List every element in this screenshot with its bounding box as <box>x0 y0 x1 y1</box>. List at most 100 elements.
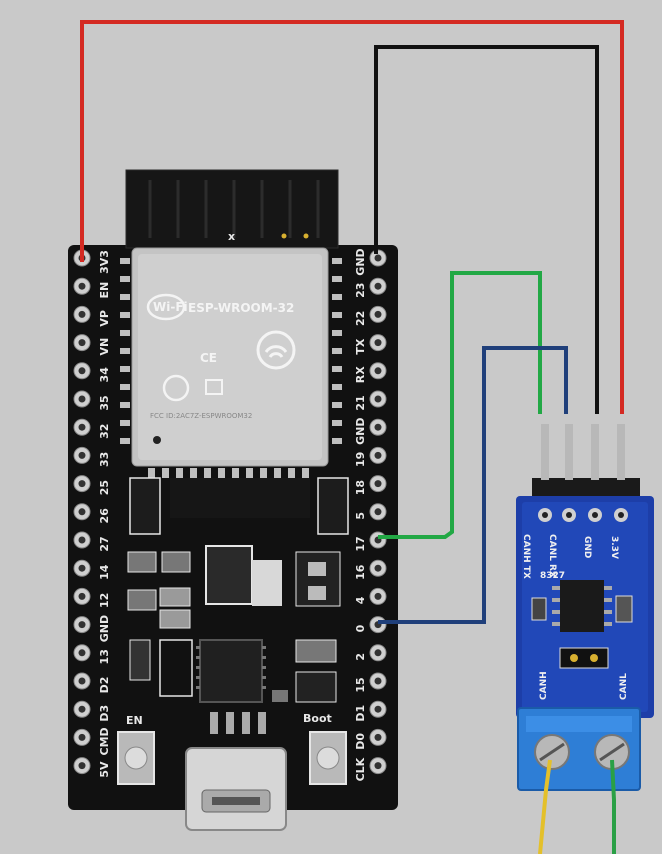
svg-text:25: 25 <box>98 480 111 495</box>
left-pin-hole <box>78 480 86 488</box>
chip-label: 8327 <box>540 571 565 581</box>
svg-text:34: 34 <box>98 367 111 383</box>
svg-text:GND: GND <box>354 248 367 275</box>
left-pin-label: 5V <box>98 761 111 778</box>
right-pin-label: CLK <box>354 757 367 781</box>
boot-button[interactable] <box>309 731 347 785</box>
svg-text:13: 13 <box>98 649 111 664</box>
left-pin-hole <box>78 733 86 741</box>
left-pin-hole <box>78 621 86 629</box>
pin1-dot <box>153 436 161 444</box>
svg-text:35: 35 <box>98 395 111 410</box>
antenna-dot <box>303 233 309 239</box>
svg-text:16: 16 <box>354 564 367 580</box>
right-pin-label: 15 <box>354 677 367 692</box>
svg-text:4: 4 <box>354 596 367 604</box>
svg-text:D0: D0 <box>354 733 367 750</box>
module-pin-label-gnd: GND <box>582 536 592 558</box>
wire-can-low <box>610 759 616 854</box>
right-pin-label: 2 <box>354 653 367 661</box>
svg-text:5V: 5V <box>98 761 111 778</box>
right-pin-label: GND <box>354 248 367 275</box>
left-pin-label: 13 <box>98 649 111 664</box>
left-pin-hole <box>78 705 86 713</box>
antenna-dot <box>281 233 287 239</box>
svg-text:26: 26 <box>98 508 111 524</box>
svg-text:5: 5 <box>354 512 367 520</box>
right-pin-hole <box>374 395 382 403</box>
svg-text:TX: TX <box>354 338 367 355</box>
right-pin-label: 21 <box>354 395 367 410</box>
wire-can-high <box>538 759 552 854</box>
left-pin-label: EN <box>98 282 111 299</box>
transceiver-chip <box>560 580 604 632</box>
wifi-logo-text: Wi-Fi <box>153 300 188 314</box>
right-pin-hole <box>374 733 382 741</box>
svg-text:14: 14 <box>98 564 111 580</box>
left-pin-label: D2 <box>98 677 111 694</box>
svg-text:RX: RX <box>354 366 367 383</box>
svg-text:33: 33 <box>98 452 111 467</box>
svg-text:15: 15 <box>354 677 367 692</box>
micro-usb-port[interactable] <box>185 747 287 831</box>
svg-text:CANH TX: CANH TX <box>521 534 531 579</box>
right-pin-hole <box>374 451 382 459</box>
left-pin-label: 34 <box>98 367 111 383</box>
right-pin-hole <box>374 423 382 431</box>
wifi-signal-icon <box>256 330 296 370</box>
svg-text:27: 27 <box>98 536 111 551</box>
svg-text:17: 17 <box>354 536 367 551</box>
svg-text:CANH: CANH <box>539 671 549 700</box>
module-pin-label-canl-rx: CANL RX <box>547 534 557 578</box>
svg-text:GND: GND <box>354 418 367 445</box>
left-pin-hole <box>78 592 86 600</box>
svg-text:3V3: 3V3 <box>98 250 111 274</box>
screw-canh[interactable] <box>534 734 570 770</box>
left-pin-hole <box>78 677 86 685</box>
svg-text:CANL RX: CANL RX <box>547 534 557 578</box>
left-pin-hole <box>78 282 86 290</box>
right-pin-hole <box>374 339 382 347</box>
smd-resistor <box>615 595 633 623</box>
left-pin-label: 26 <box>98 508 111 524</box>
left-pin-label: 14 <box>98 564 111 580</box>
svg-text:2: 2 <box>354 653 367 661</box>
left-pin-hole <box>78 395 86 403</box>
termination-jumper[interactable] <box>559 647 609 669</box>
svg-text:23: 23 <box>354 283 367 298</box>
svg-text:D2: D2 <box>98 677 111 694</box>
canh-label: CANH <box>539 671 549 700</box>
svg-text:GND: GND <box>582 536 592 558</box>
board-components <box>127 477 349 734</box>
svg-text:EN: EN <box>98 282 111 299</box>
svg-text:18: 18 <box>354 480 367 495</box>
module-pads <box>120 258 342 478</box>
left-pin-hole <box>78 762 86 770</box>
antenna-mark: x <box>228 230 235 243</box>
svg-text:CMD: CMD <box>98 727 111 755</box>
screw-canl[interactable] <box>594 734 630 770</box>
left-pin-hole <box>78 649 86 657</box>
svg-text:3.3V: 3.3V <box>609 536 619 559</box>
right-pin-hole <box>374 592 382 600</box>
en-button[interactable] <box>117 731 155 785</box>
right-pin-hole <box>374 564 382 572</box>
svg-text:VP: VP <box>98 310 111 327</box>
right-pin-hole <box>374 480 382 488</box>
left-pin-hole <box>78 564 86 572</box>
svg-text:CANL: CANL <box>619 673 629 700</box>
left-pin-label: 3V3 <box>98 250 111 274</box>
fcc-box-icon <box>205 379 223 395</box>
right-pin-hole <box>374 310 382 318</box>
shield-brand: ESP-WROOM-32 <box>188 301 294 315</box>
module-pin-pads <box>538 508 628 522</box>
module-shield-face <box>138 254 322 460</box>
left-pin-hole <box>78 536 86 544</box>
right-pin-label: D0 <box>354 733 367 750</box>
ce-mark: CE <box>200 351 217 365</box>
svg-text:VN: VN <box>98 338 111 356</box>
right-pin-label: TX <box>354 338 367 355</box>
esp32-board: x Wi-Fi ESP-WROOM-32 CE <box>68 169 398 831</box>
